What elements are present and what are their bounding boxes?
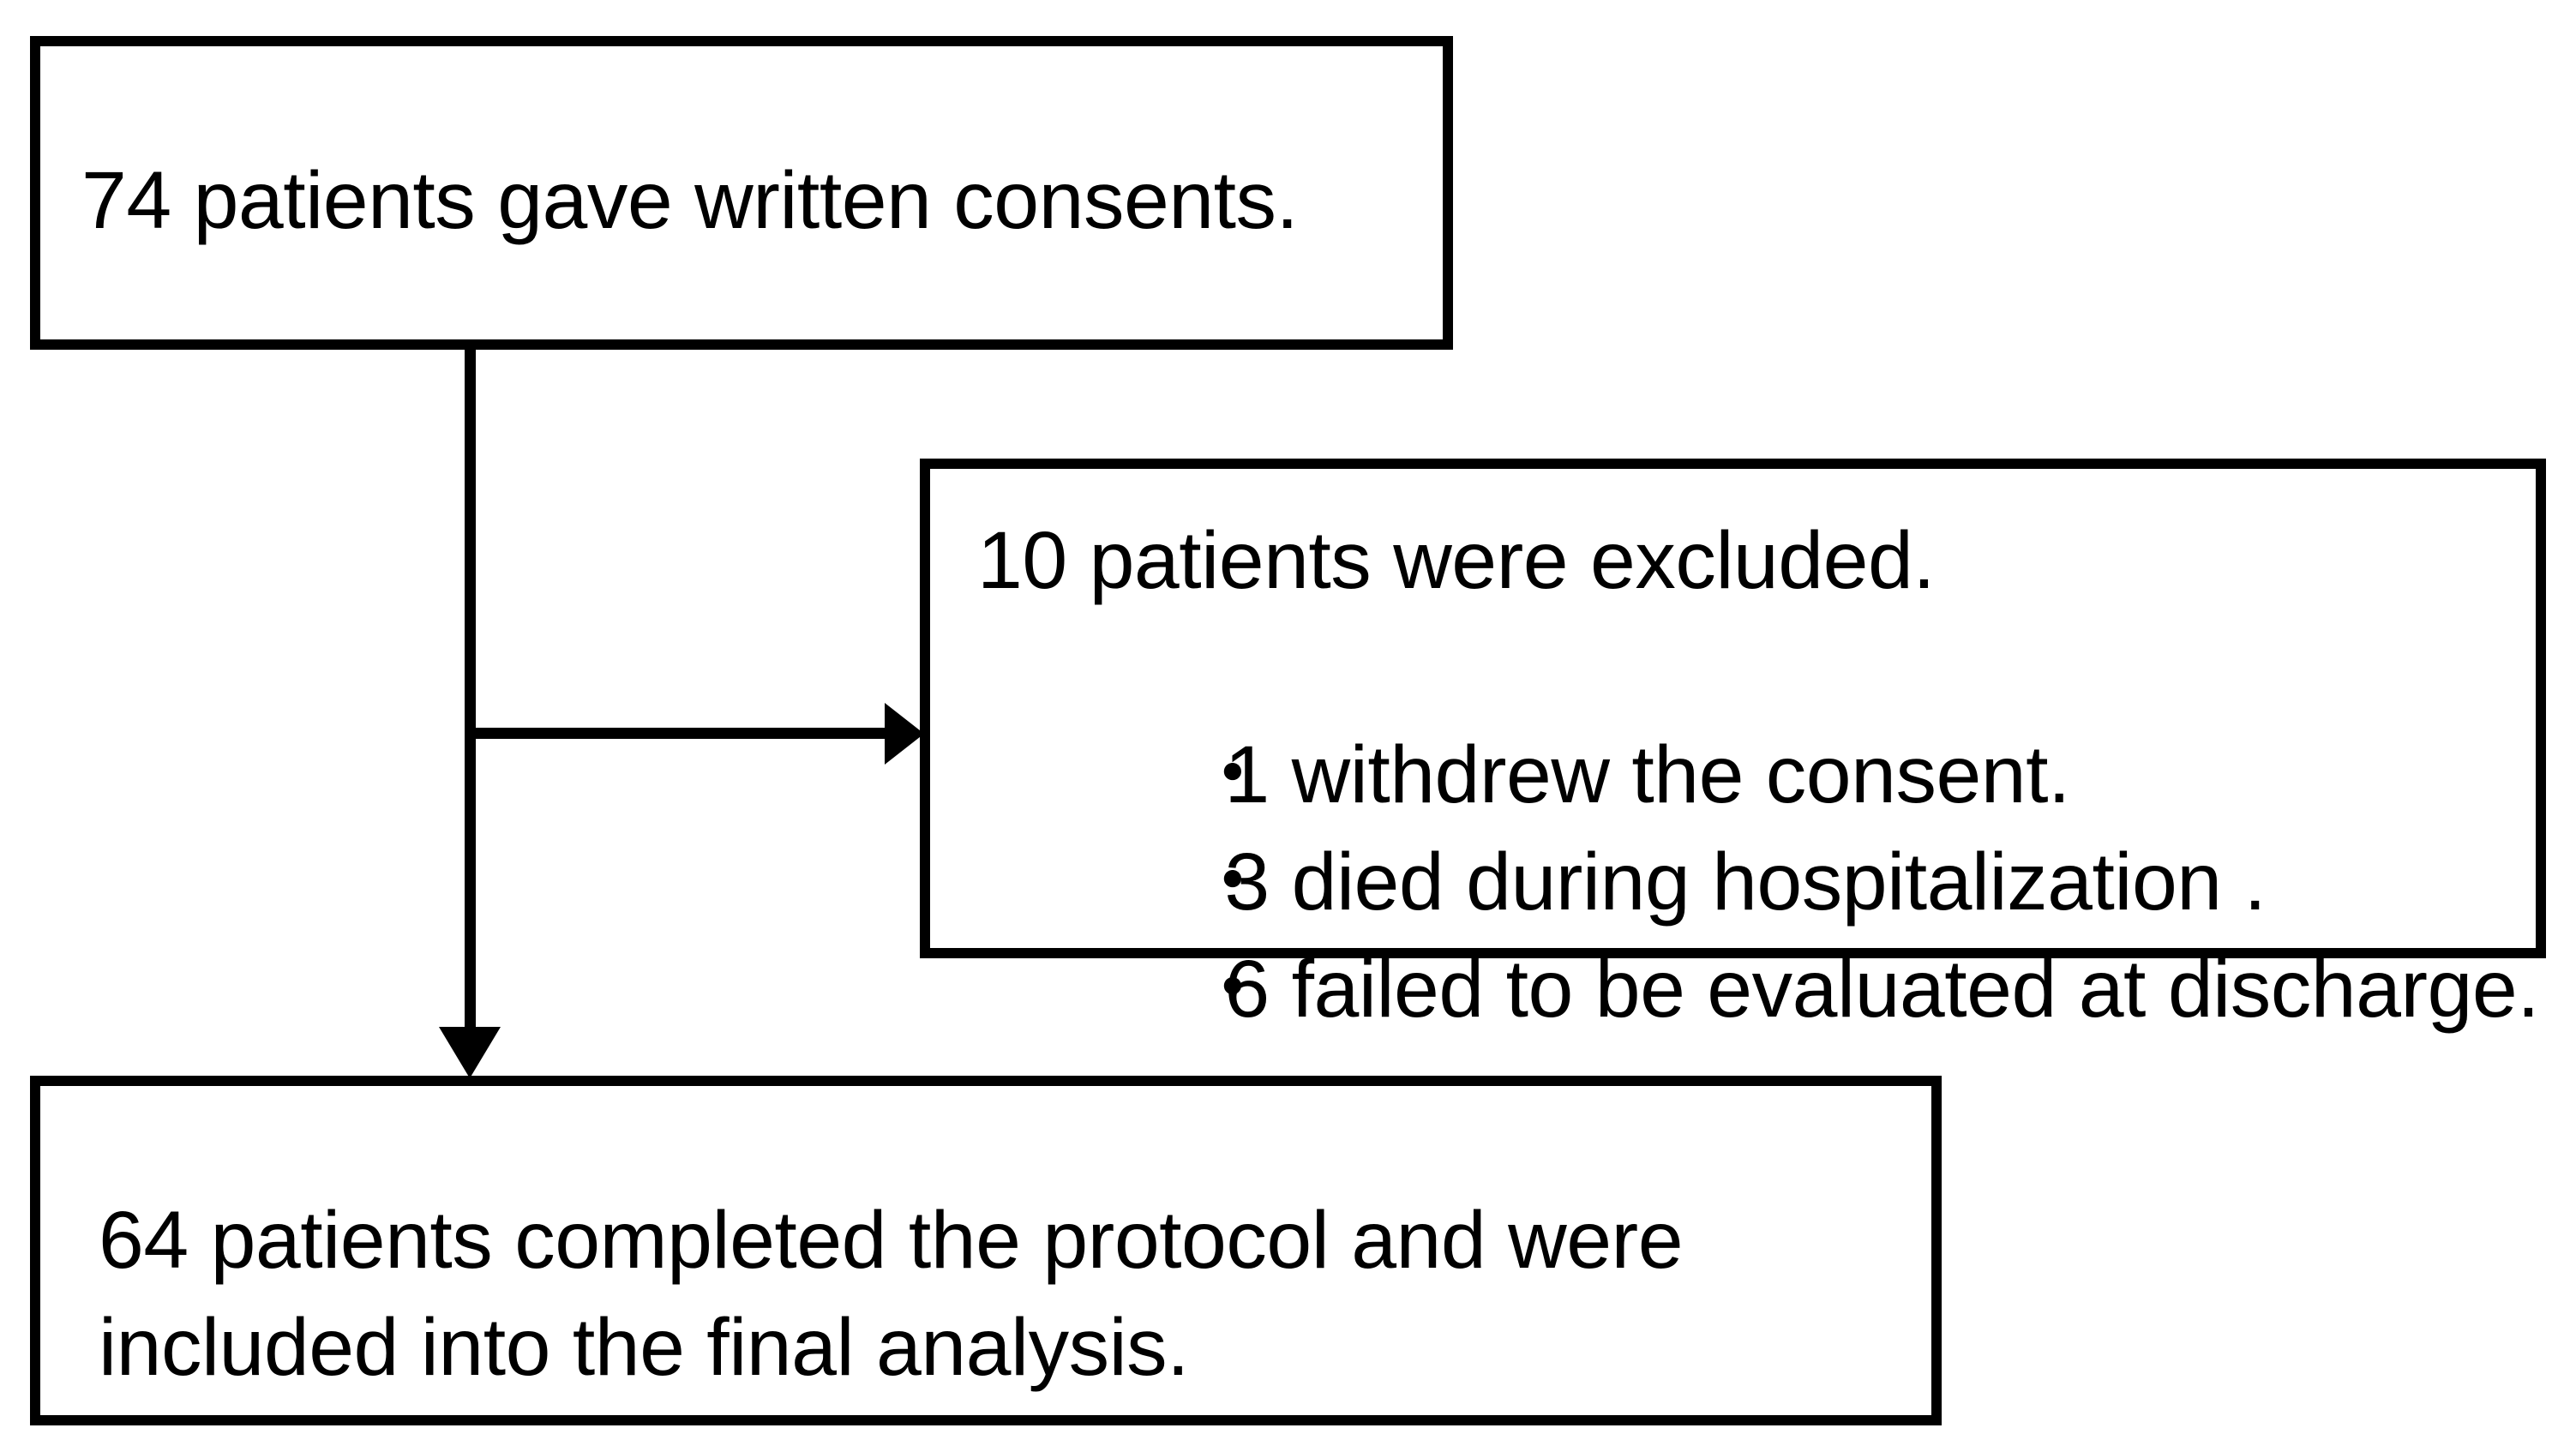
- included-text-line-1: 64 patients completed the protocol and w…: [99, 1195, 1684, 1286]
- box-excluded: 10 patients were excluded. ・1 withdrew t…: [920, 459, 2546, 1035]
- excluded-heading: 10 patients were excluded.: [977, 515, 1936, 606]
- connector-trunk-vertical: [465, 350, 476, 1027]
- arrow-right-icon: [885, 703, 924, 765]
- excluded-list-item: ・6 failed to be evaluated at discharge.: [1059, 829, 2539, 1150]
- connector-branch-horizontal: [465, 728, 893, 739]
- included-text-line-2: included into the final analysis.: [99, 1302, 1190, 1393]
- box-consent: 74 patients gave written consents.: [30, 36, 1453, 350]
- excluded-list-item: ・ 3 died during hospitalization .: [1059, 722, 2267, 1043]
- box-included: 64 patients completed the protocol and w…: [30, 1076, 1942, 1425]
- excluded-list-item-label: 1 withdrew the consent.: [1224, 729, 2070, 820]
- consent-text: 74 patients gave written consents.: [81, 155, 1299, 246]
- excluded-list-item-label: 6 failed to be evaluated at discharge.: [1224, 944, 2540, 1035]
- excluded-list-item: ・1 withdrew the consent.: [1059, 615, 2070, 936]
- bullet-dot-icon: ・: [1192, 944, 1273, 1035]
- arrow-down-icon: [439, 1027, 501, 1078]
- excluded-list-item-label: 3 died during hospitalization .: [1224, 837, 2267, 927]
